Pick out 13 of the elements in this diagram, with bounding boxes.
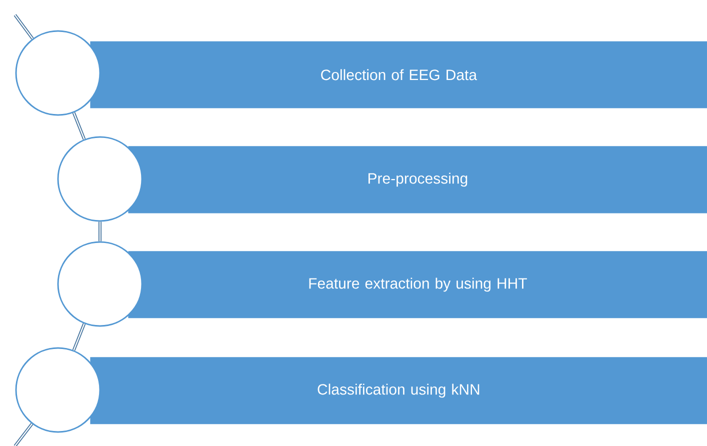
step-bar: Pre-processing (128, 146, 707, 214)
connector-line (72, 112, 86, 140)
step-bar: Classification using kNN (90, 357, 707, 424)
step-circle (57, 241, 143, 327)
connector-line (14, 14, 34, 40)
step-bar: Feature extraction by using HHT (128, 251, 707, 318)
connector-line (14, 422, 34, 446)
step-bar: Collection of EEG Data (90, 41, 707, 108)
step-circle (15, 347, 101, 433)
step-circle (15, 30, 101, 116)
step-circle (57, 136, 143, 222)
connector-line (98, 222, 102, 242)
connector-line (72, 323, 86, 351)
